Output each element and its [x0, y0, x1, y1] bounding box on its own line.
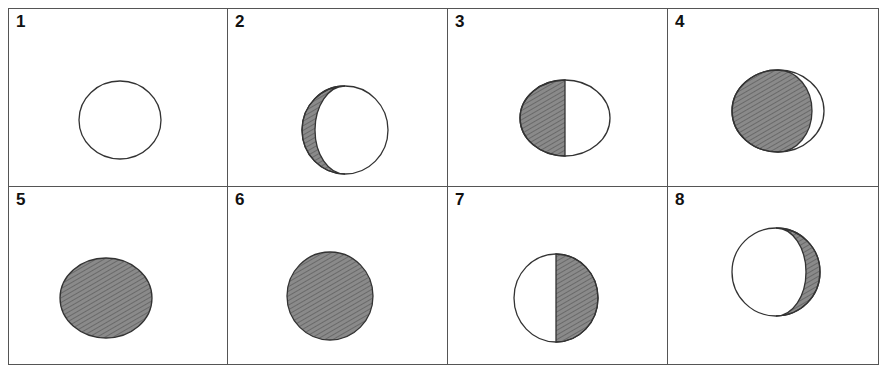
phase-panel: 6: [227, 186, 448, 365]
moon-shade: [776, 228, 820, 316]
phase-panel: 4: [667, 8, 879, 187]
moon-shade: [302, 86, 345, 174]
panel-number: 4: [675, 13, 684, 32]
moon-shade: [732, 70, 812, 152]
phase-panel: 8: [667, 186, 879, 365]
moon-shade: [556, 254, 598, 342]
phase-panel: 7: [447, 186, 668, 365]
phase-panel: 3: [447, 8, 668, 187]
moon-circle: [302, 86, 388, 174]
phase-panel: 5: [8, 186, 228, 365]
moon-circle: [732, 70, 824, 152]
moon-circle: [732, 228, 820, 316]
panel-number: 1: [16, 13, 25, 32]
phase-panel: 2: [227, 8, 448, 187]
phase-panel: 1: [8, 8, 228, 187]
panel-number: 7: [455, 191, 464, 210]
moon-circle: [514, 254, 598, 342]
moon-circle: [79, 81, 161, 159]
moon-shade: [287, 252, 373, 340]
panel-number: 5: [16, 191, 25, 210]
moon-shade: [520, 80, 565, 156]
panel-number: 3: [455, 13, 464, 32]
panel-number: 2: [235, 13, 244, 32]
panel-number: 8: [675, 191, 684, 210]
moon-shade: [60, 258, 152, 338]
panel-number: 6: [235, 191, 244, 210]
moon-circle: [520, 80, 610, 156]
